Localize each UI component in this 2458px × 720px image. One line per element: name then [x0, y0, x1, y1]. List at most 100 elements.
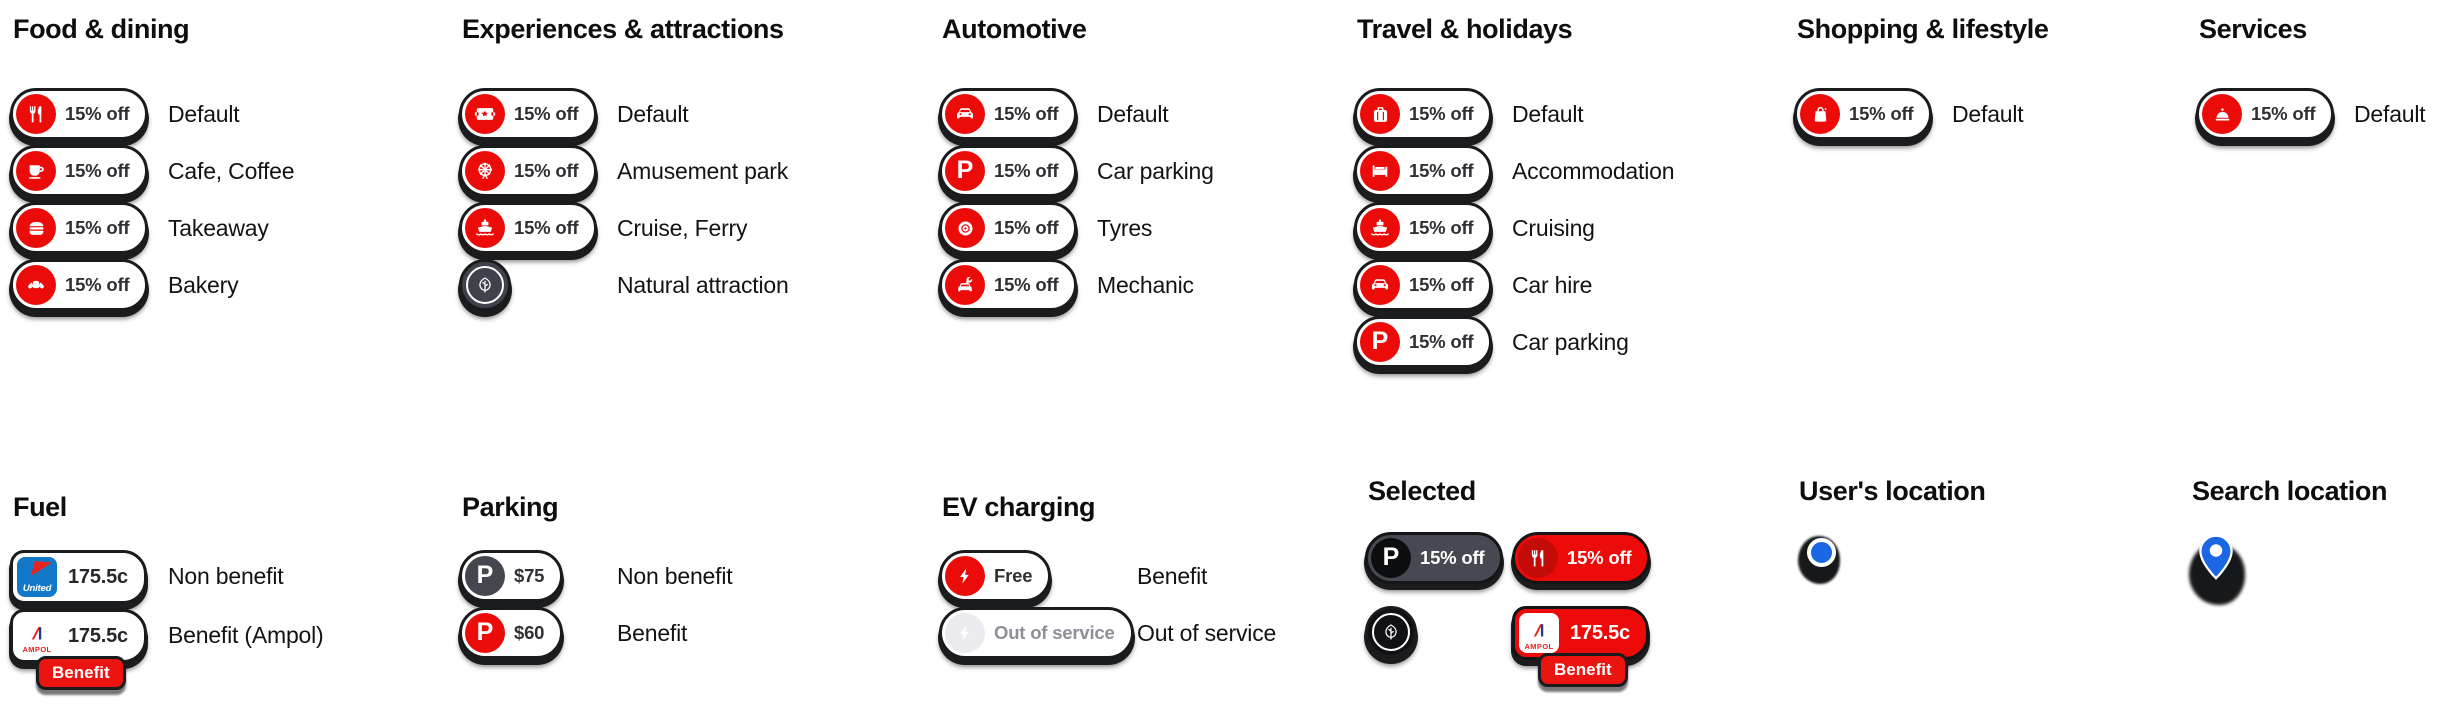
section-title-parking: Parking	[462, 492, 559, 522]
item-label: Natural attraction	[617, 271, 789, 298]
pin-badge-text: 15% off	[1420, 547, 1485, 568]
section-title-food-dining: Food & dining	[13, 14, 190, 44]
benefit-badge: Benefit	[1538, 653, 1628, 687]
marker-parking-1[interactable]: P$60	[459, 607, 564, 659]
marker-experiences-attractions-0[interactable]: 15% off	[459, 88, 598, 140]
pin-badge-text: 15% off	[994, 160, 1059, 181]
marker-automotive-3[interactable]: 15% off	[939, 259, 1078, 311]
section-title-search-location: Search location	[2192, 476, 2388, 506]
marker-ev-charging-0[interactable]: Free	[939, 550, 1052, 602]
ship-icon	[1360, 208, 1400, 248]
pin-badge-text: 15% off	[514, 217, 579, 238]
bed-icon	[1360, 151, 1400, 191]
ampol-brand-name: AMPOL	[1524, 641, 1554, 651]
item-label: Out of service	[1137, 619, 1277, 646]
shopping-bag-icon	[1800, 94, 1840, 134]
section-title-users-location: User's location	[1799, 476, 1986, 506]
marker-automotive-0[interactable]: 15% off	[939, 88, 1078, 140]
section-title-travel-holidays: Travel & holidays	[1357, 14, 1573, 44]
pin-badge-text: 15% off	[514, 103, 579, 124]
item-label: Default	[617, 100, 689, 127]
fuel-price: 175.5c	[68, 624, 128, 647]
section-title-experiences-attractions: Experiences & attractions	[462, 14, 784, 44]
marker-ev-charging-1[interactable]: Out of service	[939, 607, 1134, 659]
letter-p-icon: P	[945, 151, 985, 191]
legend-item: 15% off	[1512, 532, 1651, 584]
marker-travel-holidays-2[interactable]: 15% off	[1354, 202, 1493, 254]
marker-travel-holidays-3[interactable]: 15% off	[1354, 259, 1493, 311]
legend-item: 15% off Bakery	[10, 259, 294, 311]
pin-badge-text: 15% off	[65, 217, 130, 238]
item-label: Default	[168, 100, 240, 127]
burger-icon	[16, 208, 56, 248]
item-label: Default	[2354, 100, 2426, 127]
united-logo: United	[17, 557, 57, 597]
item-label: Bakery	[168, 271, 239, 298]
marker-parking-0[interactable]: P$75	[459, 550, 564, 602]
section-title-fuel: Fuel	[13, 492, 67, 522]
section-title-shopping-lifestyle: Shopping & lifestyle	[1797, 14, 2049, 44]
bolt-icon	[945, 556, 985, 596]
ampol-brand-name: AMPOL	[22, 644, 52, 654]
section-title-selected: Selected	[1368, 476, 1476, 506]
user-location-marker[interactable]	[1796, 534, 1844, 588]
legend-item	[1796, 534, 1985, 588]
map-pin-icon	[2199, 534, 2233, 580]
marker-shopping-lifestyle-0[interactable]: 15% off	[1794, 88, 1933, 140]
legend-item	[2189, 534, 2387, 612]
marker-travel-holidays-1[interactable]: 15% off	[1354, 145, 1493, 197]
item-label: Mechanic	[1097, 271, 1194, 298]
letter-p-icon: P	[465, 556, 505, 596]
search-location-pin[interactable]	[2189, 534, 2251, 612]
item-label: Tyres	[1097, 214, 1153, 241]
section-title-ev-charging: EV charging	[942, 492, 1096, 522]
marker-food-dining-3[interactable]: 15% off	[10, 259, 149, 311]
car-icon	[1360, 265, 1400, 305]
pin-badge-text: 15% off	[514, 160, 579, 181]
section-experiences-attractions: Experiences & attractions 15% off Default 1…	[459, 12, 789, 316]
ship-icon	[465, 208, 505, 248]
marker-automotive-1[interactable]: P 15% off	[939, 145, 1078, 197]
marker-automotive-2[interactable]: 15% off	[939, 202, 1078, 254]
ampol-logo: AMPOL	[1519, 613, 1559, 653]
pin-badge-text: 15% off	[2251, 103, 2316, 124]
legend-item: Natural attraction	[459, 259, 789, 311]
marker-selected-2[interactable]	[1365, 606, 1417, 658]
marker-experiences-attractions-1[interactable]: 15% off	[459, 145, 598, 197]
croissant-icon	[16, 265, 56, 305]
section-title-services: Services	[2199, 14, 2307, 44]
section-services: Services 15% off Default	[2196, 12, 2426, 145]
marker-experiences-attractions-2[interactable]: 15% off	[459, 202, 598, 254]
blue-dot-icon	[1807, 538, 1836, 567]
marker-food-dining-2[interactable]: 15% off	[10, 202, 149, 254]
section-title-automotive: Automotive	[942, 14, 1087, 44]
marker-experiences-attractions-3[interactable]	[459, 259, 511, 311]
marker-selected-1[interactable]: 15% off	[1512, 532, 1651, 584]
item-label: Benefit (Ampol)	[168, 621, 324, 648]
item-label: Benefit	[617, 619, 688, 646]
letter-p-icon: P	[465, 613, 505, 653]
marker-travel-holidays-0[interactable]: 15% off	[1354, 88, 1493, 140]
marker-food-dining-1[interactable]: 15% off	[10, 145, 149, 197]
marker-services-0[interactable]: 15% off	[2196, 88, 2335, 140]
united-flag-icon	[31, 561, 52, 576]
leaf-icon	[466, 266, 504, 304]
marker-food-dining-0[interactable]: 15% off	[10, 88, 149, 140]
